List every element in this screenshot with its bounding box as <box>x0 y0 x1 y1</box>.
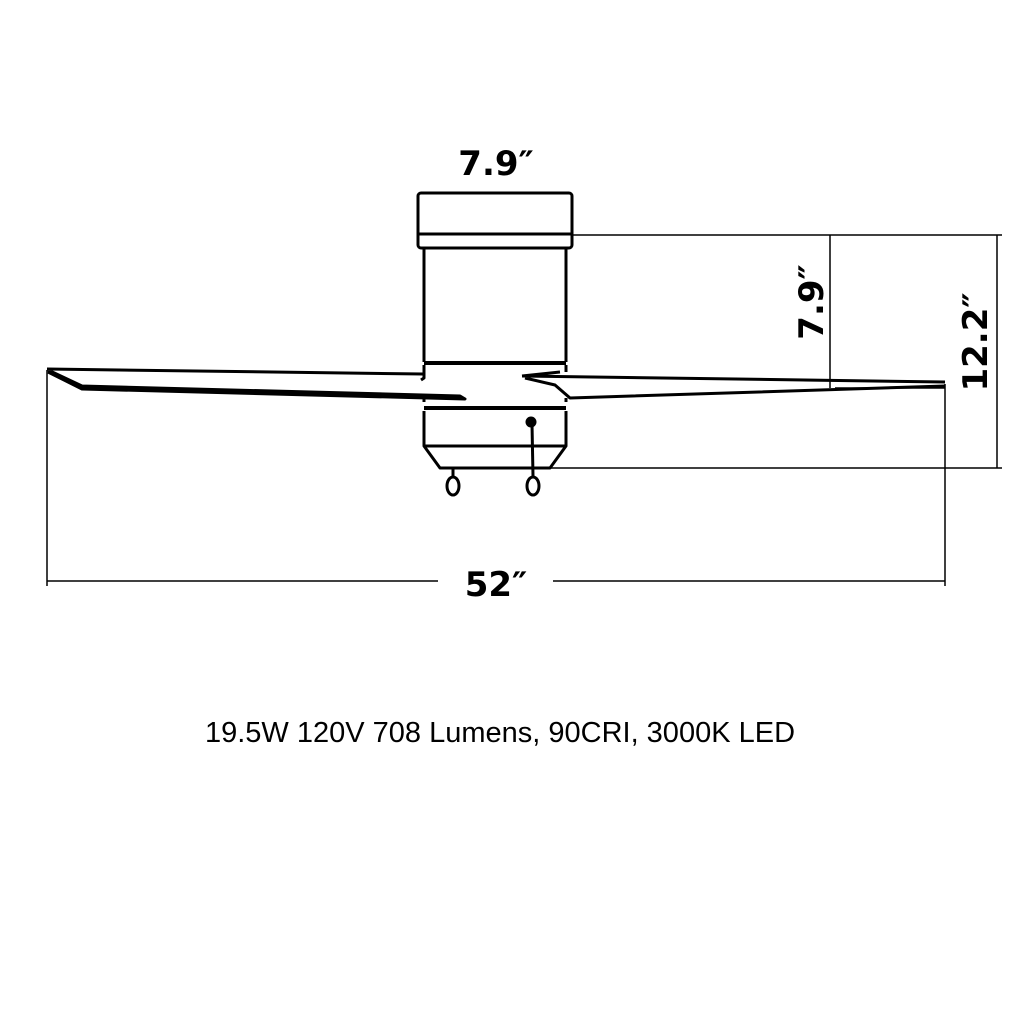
overall-height-label: 12.2″ <box>956 292 996 391</box>
pull-chain-fob <box>525 475 541 497</box>
motor-housing <box>422 248 568 362</box>
light-housing <box>422 411 568 470</box>
right-blade <box>521 370 946 400</box>
motor-height-label: 7.9″ <box>792 264 832 339</box>
spec-caption: 19.5W 120V 708 Lumens, 90CRI, 3000K LED <box>204 717 796 749</box>
blade-span-label: 52″ <box>465 565 528 605</box>
left-blade <box>46 367 467 401</box>
canopy-width-label: 7.9″ <box>458 144 533 184</box>
pull-chain-fob <box>445 475 461 497</box>
canopy <box>416 191 574 250</box>
